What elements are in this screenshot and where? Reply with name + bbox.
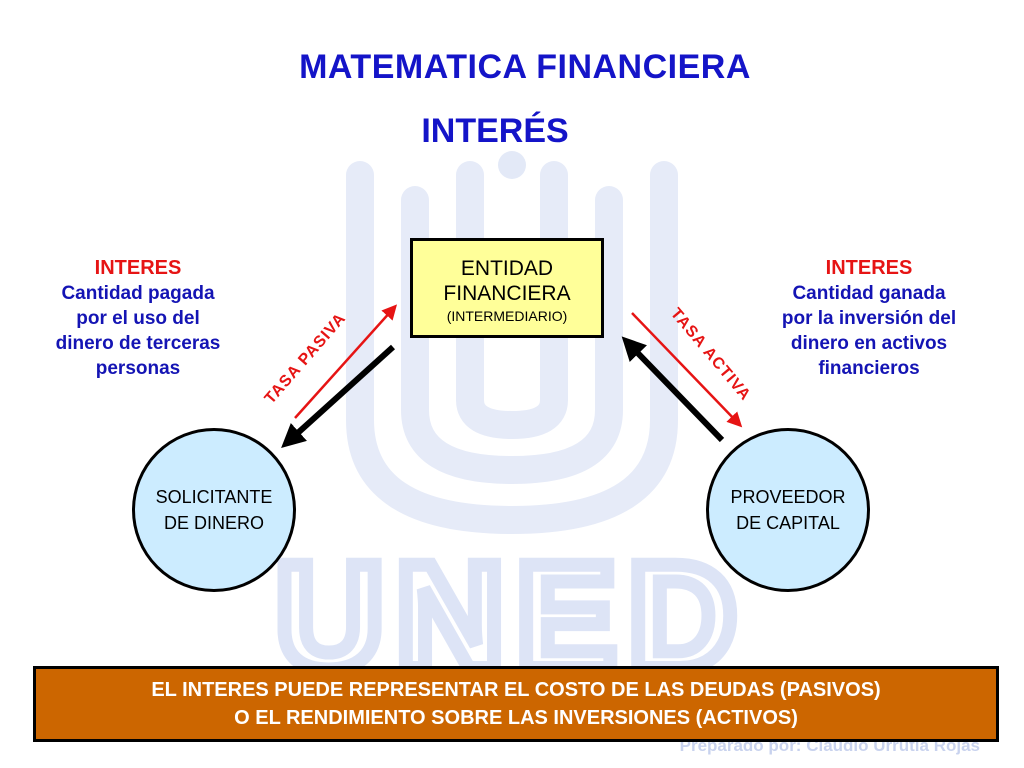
red-arrow-right	[631, 312, 743, 428]
right-note-line: financieros	[818, 358, 920, 379]
left-note-line: dinero de terceras	[55, 333, 221, 354]
summary-line-1: EL INTERES PUEDE REPRESENTAR EL COSTO DE…	[151, 679, 881, 701]
provider-line-1: PROVEEDOR	[730, 487, 846, 507]
solicitor-node: SOLICITANTE DE DINERO	[132, 428, 296, 592]
entity-line-2: FINANCIERA	[443, 282, 571, 305]
solicitor-line-1: SOLICITANTE	[155, 487, 273, 507]
left-note-line: personas	[95, 358, 181, 379]
left-note-line: por el uso del	[76, 308, 200, 329]
summary-banner: EL INTERES PUEDE REPRESENTAR EL COSTO DE…	[33, 666, 999, 742]
red-arrow-left	[294, 304, 398, 419]
solicitor-line-2: DE DINERO	[163, 513, 264, 533]
entity-line-1: ENTIDAD	[460, 257, 554, 280]
right-note-line: dinero en activos	[790, 333, 948, 354]
right-note-line: por la inversión del	[781, 308, 957, 329]
left-interest-note: INTERES Cantidad pagada por el uso del d…	[28, 256, 248, 381]
entity-line-3: (INTERMEDIARIO)	[446, 308, 568, 324]
left-note-line: Cantidad pagada	[61, 283, 215, 304]
right-note-heading: INTERES	[825, 257, 913, 279]
provider-node: PROVEEDOR DE CAPITAL	[706, 428, 870, 592]
page-subtitle: INTERÉS	[421, 112, 569, 150]
right-note-line: Cantidad ganada	[792, 283, 946, 304]
arrow-provider-to-entity	[621, 336, 725, 443]
summary-line-2: O EL RENDIMIENTO SOBRE LAS INVERSIONES (…	[234, 707, 798, 729]
page-title: MATEMATICA FINANCIERA	[299, 48, 751, 86]
right-interest-note: INTERES Cantidad ganada por la inversión…	[750, 256, 988, 381]
provider-line-2: DE CAPITAL	[736, 513, 840, 533]
left-note-heading: INTERES	[94, 257, 182, 279]
financial-entity-box: ENTIDAD FINANCIERA (INTERMEDIARIO)	[410, 238, 604, 338]
arrow-entity-to-solicitor	[281, 344, 396, 449]
